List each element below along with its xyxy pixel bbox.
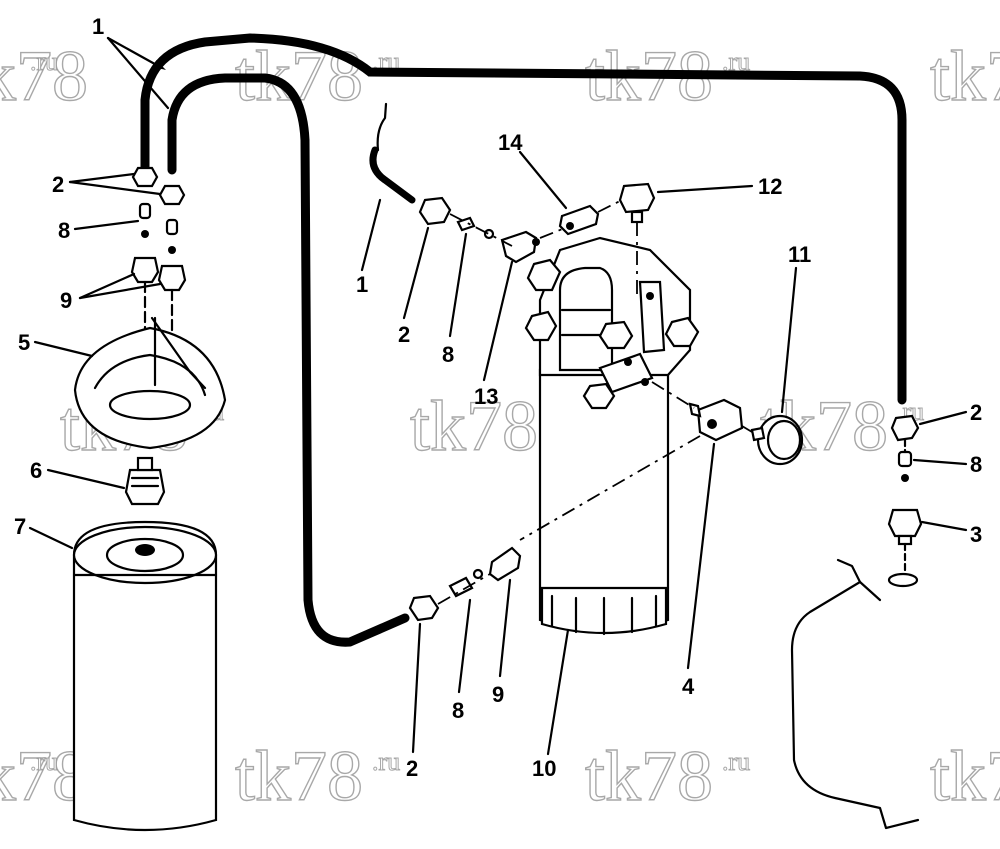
tee-12: [618, 182, 656, 214]
head-bolt: [598, 320, 634, 350]
tank-fittings: [790, 414, 923, 830]
ferrule-dot: [168, 246, 176, 254]
nut-2-center: [418, 196, 452, 226]
connector-14: [558, 204, 600, 236]
watermark-suffix: .ru: [30, 747, 58, 776]
callout-1: 1: [356, 272, 368, 297]
watermark-suffix: .ru: [30, 47, 58, 76]
fitting-4: [696, 398, 744, 442]
callout-13: 13: [474, 384, 498, 409]
hose-outer: [140, 33, 907, 405]
head-bolt: [524, 310, 558, 342]
head-bracket: [638, 280, 666, 354]
callout-7: 7: [14, 514, 26, 539]
lower-fittings: [408, 546, 522, 622]
callout-2: 2: [398, 322, 410, 347]
watermark-text: tk78: [585, 736, 713, 816]
callout-8: 8: [452, 698, 464, 723]
head-bolt: [526, 258, 562, 292]
watermark-text: tk78: [930, 36, 1000, 116]
callout-12: 12: [758, 174, 782, 199]
connector-9-left-b: [157, 264, 187, 292]
nut-2-left-a: [131, 166, 159, 188]
callout-9: 9: [60, 288, 72, 313]
center-filter-assembly: [524, 236, 700, 636]
callout-11: 11: [788, 242, 811, 267]
fitting-3: [887, 508, 923, 538]
fuel-tank: [790, 558, 920, 830]
sleeve-8-bottom: [448, 576, 474, 598]
callout-8: 8: [970, 452, 982, 477]
watermark-text: tk78: [930, 736, 1000, 816]
head-bolt: [664, 316, 700, 348]
leader-lines: [28, 36, 968, 756]
sleeve-8-right: [897, 450, 913, 468]
left-assembly: [72, 166, 227, 832]
filter-7: [72, 520, 218, 832]
callout-6: 6: [30, 458, 42, 483]
callout-2: 2: [970, 400, 982, 425]
nut-2-right: [890, 414, 920, 442]
fitting-3-thread: [897, 534, 913, 546]
connector-9-bottom: [488, 546, 522, 582]
watermark-text: tk78: [0, 36, 88, 116]
callout-1: 1: [92, 14, 104, 39]
watermark-text: tk78: [235, 736, 363, 816]
tank-port: [887, 572, 919, 588]
callout-5: 5: [18, 330, 30, 355]
callout-8: 8: [58, 218, 70, 243]
callout-2: 2: [52, 172, 64, 197]
adapter-thread: [136, 456, 154, 472]
callout-10: 10: [532, 756, 556, 781]
head-bolt: [582, 382, 616, 410]
callout-4: 4: [682, 674, 695, 699]
bracket-mount-hole: [108, 389, 192, 421]
nut-2-bottom: [408, 594, 440, 622]
gauge-stem: [750, 426, 766, 442]
callout-8: 8: [442, 342, 454, 367]
callout-9: 9: [492, 682, 504, 707]
callout-labels: 1 1 2 2 2 2 3 4 5 6 7 8 8 8 8 9 9 10 11 …: [14, 14, 982, 781]
upper-fittings: [418, 182, 656, 300]
sleeve-8-left-b: [165, 218, 179, 236]
connector-9-left-a: [130, 256, 160, 284]
ferrule-dot: [141, 230, 149, 238]
hose-inner: [167, 73, 410, 647]
callout-2: 2: [406, 756, 418, 781]
callout-3: 3: [970, 522, 982, 547]
fuel-hoses: [140, 33, 907, 647]
tee-12-stem: [630, 210, 644, 224]
watermark-text: tk78: [410, 386, 538, 466]
hose-short-tail: [376, 102, 388, 152]
watermark-suffix: .ru: [372, 747, 400, 776]
elbow-13: [500, 230, 538, 264]
bracket-5: [73, 326, 227, 450]
gauge-group: [519, 381, 804, 541]
watermark-suffix: .ru: [722, 747, 750, 776]
nut-2-left-b: [158, 184, 186, 206]
sleeve-8-left-a: [138, 202, 152, 220]
callout-14: 14: [498, 130, 523, 155]
hose-short: [369, 146, 416, 204]
